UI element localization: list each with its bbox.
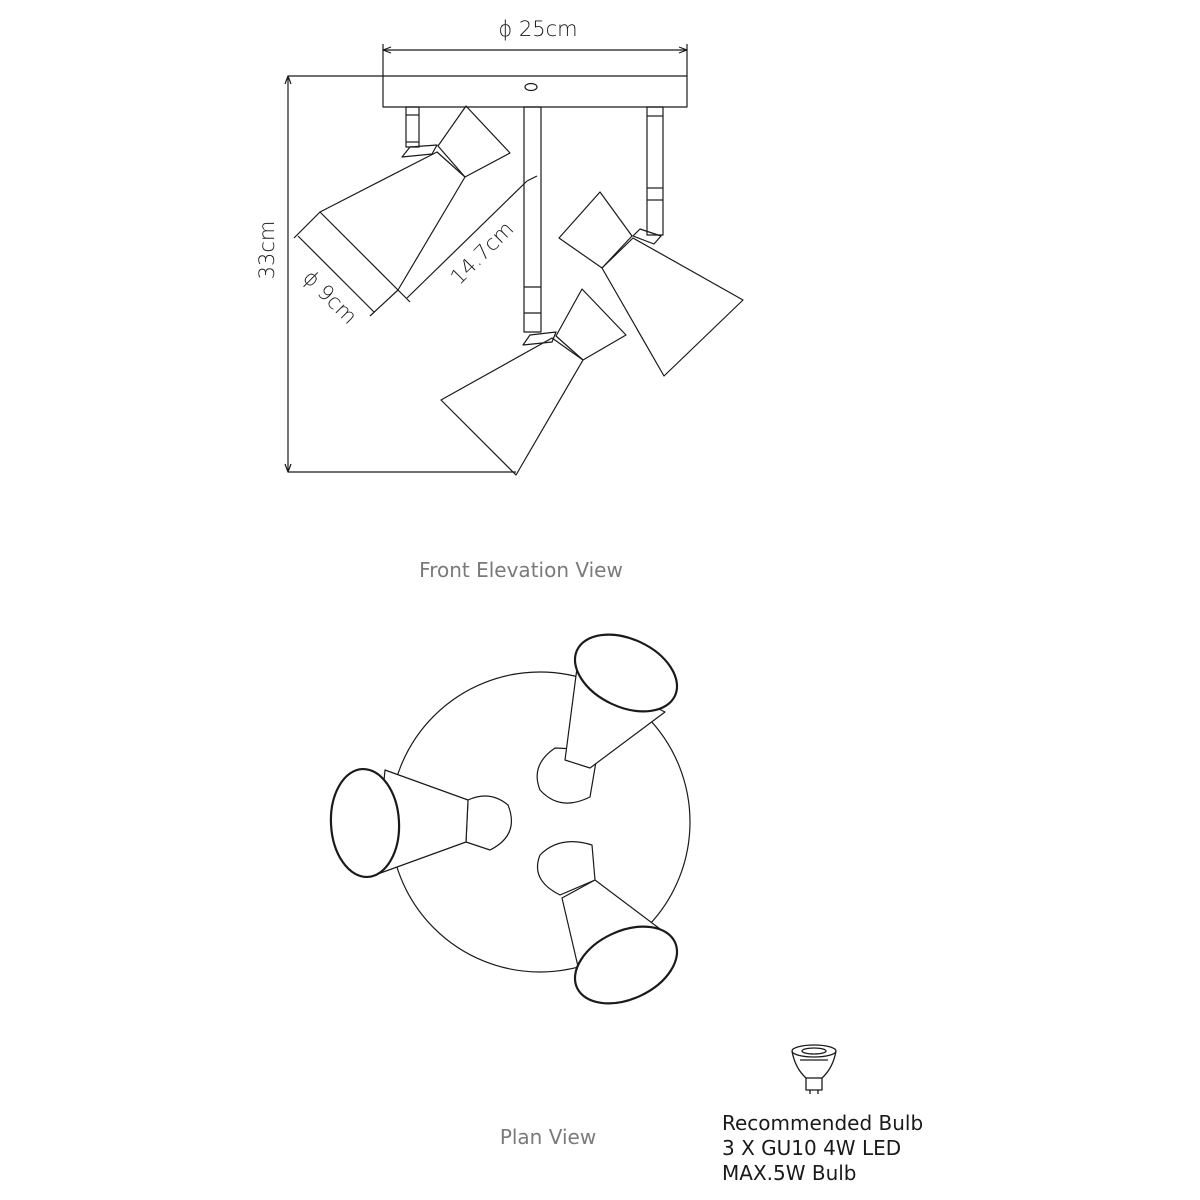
dim-shade-diameter-label: ϕ 9cm — [298, 265, 362, 329]
dim-height-label: 33cm — [255, 221, 279, 280]
dim-line-shade-diameter — [293, 211, 399, 317]
gu10-bulb-icon — [791, 1044, 837, 1094]
plan-view — [329, 633, 691, 1005]
front-elevation — [284, 44, 744, 476]
dim-line-shade-length — [397, 175, 538, 303]
recommended-bulb-info: Recommended Bulb 3 X GU10 4W LED MAX.5W … — [722, 1111, 923, 1186]
bulb-max: MAX.5W Bulb — [722, 1161, 857, 1185]
bulb-spec: 3 X GU10 4W LED — [722, 1136, 902, 1160]
dim-shade-length-label: 14.7cm — [446, 217, 519, 290]
ceiling-plate — [382, 75, 688, 108]
spot-right — [558, 106, 744, 377]
plan-spot-bottom — [536, 841, 679, 1005]
front-view-caption: Front Elevation View — [419, 558, 623, 582]
spot-center — [440, 106, 627, 476]
dim-line-height — [284, 75, 516, 473]
bulb-title: Recommended Bulb — [722, 1111, 924, 1135]
plan-spot-left — [329, 767, 512, 879]
plan-spot-top — [536, 633, 679, 804]
dim-line-diameter — [382, 44, 688, 76]
plan-view-caption: Plan View — [500, 1125, 596, 1149]
dim-diameter-label: ϕ 25cm — [498, 17, 577, 41]
